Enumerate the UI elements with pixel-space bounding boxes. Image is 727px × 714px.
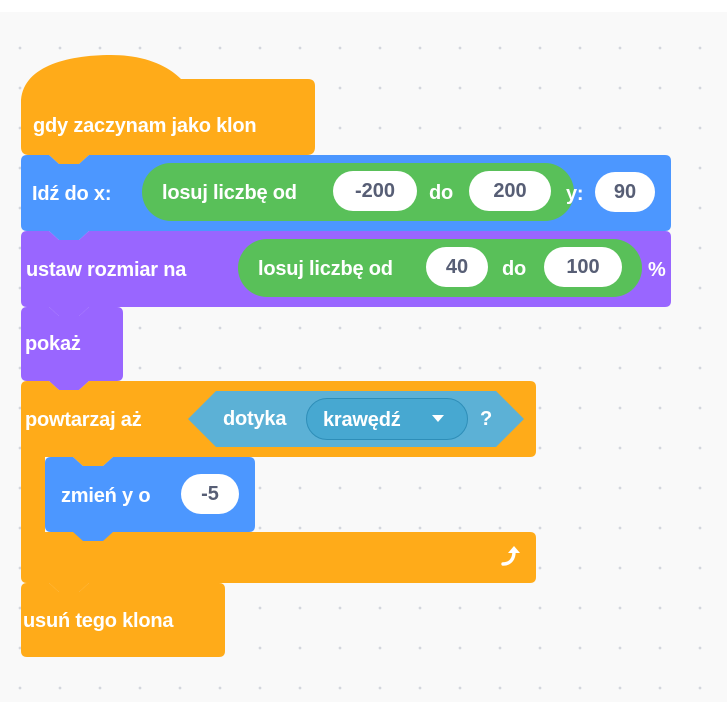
repeat-until-block[interactable]: powtarzaj aż dotyka krawędź ? [21, 381, 536, 592]
reporter-label: do [502, 258, 527, 280]
hat-block-shape [21, 55, 315, 164]
block-label: ustaw rozmiar na [26, 259, 187, 281]
dropdown-value: krawędź [323, 409, 401, 431]
change-y-block[interactable]: zmień y o -5 [45, 457, 255, 541]
change-y-input[interactable]: -5 [181, 474, 239, 514]
set-size-block[interactable]: ustaw rozmiar na losuj liczbę od 40 do 1… [21, 231, 671, 316]
block-label: usuń tego klona [23, 610, 174, 632]
random-number-reporter[interactable]: losuj liczbę od 40 do 100 [238, 239, 642, 297]
go-to-xy-block[interactable]: Idź do x: losuj liczbę od -200 do 200 y:… [21, 155, 671, 240]
control-cap-block-shape [21, 583, 225, 657]
block-label: zmień y o [61, 485, 151, 507]
random-to-input[interactable]: 200 [469, 171, 551, 211]
block-label: Idź do x: [32, 183, 112, 205]
boolean-label: dotyka [223, 408, 287, 430]
touching-edge-boolean[interactable]: dotyka krawędź ? [188, 391, 524, 447]
random-from-input[interactable]: 40 [426, 247, 488, 287]
delete-this-clone-block[interactable]: usuń tego klona [21, 583, 225, 657]
edge-dropdown[interactable]: krawędź [306, 398, 468, 440]
block-label: gdy zaczynam jako klon [33, 115, 257, 137]
show-block[interactable]: pokaż [21, 307, 123, 390]
y-input[interactable]: 90 [595, 172, 655, 212]
question-mark: ? [480, 408, 493, 430]
reporter-label: losuj liczbę od [258, 258, 393, 280]
random-number-reporter[interactable]: losuj liczbę od -200 do 200 [142, 163, 574, 221]
reporter-label: do [429, 182, 454, 204]
triangle-down-icon [432, 415, 444, 422]
random-from-input[interactable]: -200 [333, 171, 417, 211]
block-label: y: [566, 183, 584, 205]
block-label: powtarzaj aż [25, 409, 142, 431]
random-to-input[interactable]: 100 [544, 247, 622, 287]
percent-label: % [648, 259, 666, 281]
when-start-as-clone-block[interactable]: gdy zaczynam jako klon [21, 55, 315, 164]
looks-block-shape [21, 307, 123, 390]
loop-arrow-icon [501, 546, 520, 566]
reporter-label: losuj liczbę od [162, 182, 297, 204]
block-label: pokaż [25, 333, 81, 355]
